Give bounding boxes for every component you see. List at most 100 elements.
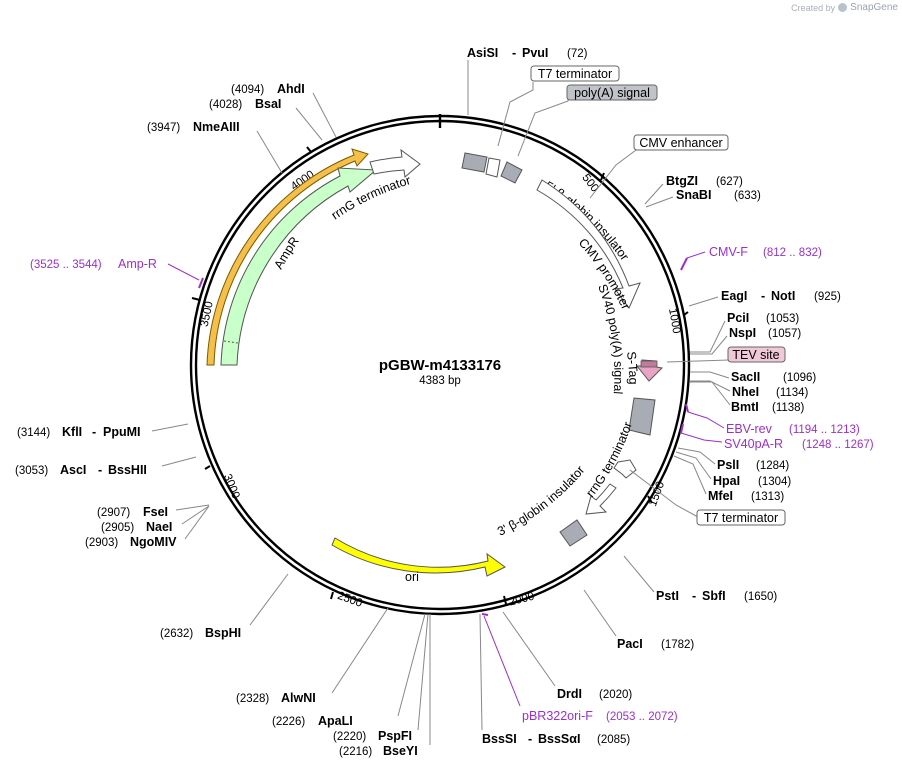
- callout-cmv-enhancer[interactable]: CMV enhancer: [589, 134, 729, 199]
- feature-cmv-promoter[interactable]: [536, 179, 641, 309]
- plasmid-name: pGBW-m4133176: [379, 357, 501, 374]
- svg-text:NspI: NspI: [729, 326, 756, 340]
- svg-text:-: -: [692, 589, 696, 603]
- site-psti-sbfi[interactable]: PstI - SbfI (1650): [623, 555, 777, 603]
- site-bsphi[interactable]: BspHI (2632): [160, 573, 289, 640]
- svg-text:NmeAIII: NmeAIII: [193, 120, 240, 134]
- credit-brand: SnapGene: [850, 2, 898, 13]
- svg-text:(1248 .. 1267): (1248 .. 1267): [802, 439, 874, 451]
- feature-sv40-polya-box[interactable]: [628, 397, 656, 436]
- site-btgzi[interactable]: BtgZI (627): [644, 174, 743, 205]
- site-bsssi[interactable]: BssSI - BssSαI (2085): [479, 613, 630, 746]
- site-pspfi[interactable]: PspFI (2220): [333, 613, 429, 743]
- site-nhei[interactable]: NheI (1134): [690, 380, 809, 399]
- site-pcii[interactable]: PciI (1053): [690, 311, 799, 353]
- site-paci[interactable]: PacI (1782): [583, 589, 694, 651]
- callout-t7-terminator-top[interactable]: T7 terminator: [497, 65, 620, 147]
- svg-text:(812 .. 832): (812 .. 832): [763, 247, 822, 259]
- svg-text:PpuMI: PpuMI: [103, 425, 141, 439]
- svg-text:(627): (627): [716, 176, 743, 188]
- svg-text:BssSI: BssSI: [482, 732, 517, 746]
- tick-label: 1500: [647, 480, 667, 508]
- svg-text:EagI: EagI: [721, 289, 747, 303]
- site-naei[interactable]: NaeI (2905): [101, 505, 210, 534]
- primer-pbr322ori-f[interactable]: pBR322ori-F (2053 .. 2072): [481, 613, 678, 723]
- feature-rrng-terminator-right[interactable]: [585, 459, 637, 515]
- site-asisi-pvui[interactable]: AsiSI - PvuI (72): [467, 46, 588, 115]
- svg-text:PspFI: PspFI: [378, 729, 412, 743]
- site-nspi[interactable]: NspI (1057): [690, 326, 801, 355]
- svg-text:Amp-R: Amp-R: [118, 257, 157, 271]
- svg-text:(1194 .. 1213): (1194 .. 1213): [789, 424, 860, 436]
- svg-text:BsaI: BsaI: [255, 97, 281, 111]
- primer-amp-r[interactable]: Amp-R (3525 .. 3544): [30, 257, 204, 289]
- feature-ori[interactable]: [331, 537, 506, 577]
- callout-t7-terminator-bottom[interactable]: T7 terminator: [629, 469, 786, 526]
- site-bmti[interactable]: BmtI (1138): [690, 381, 805, 414]
- site-fsei[interactable]: FseI (2907): [97, 504, 210, 519]
- primer-ebv-rev[interactable]: EBV-rev (1194 .. 1213): [685, 403, 860, 436]
- site-asci-bsshii[interactable]: AscI - BssHII (3053): [15, 456, 197, 477]
- site-nmeaiii[interactable]: NmeAIII (3947): [147, 120, 283, 174]
- primer-cmv-f[interactable]: CMV-F (812 .. 832): [680, 245, 822, 271]
- svg-text:PvuI: PvuI: [522, 46, 548, 60]
- site-psli[interactable]: PslI (1284): [677, 447, 789, 472]
- callout-polya-signal[interactable]: poly(A) signal: [517, 84, 658, 157]
- svg-text:(72): (72): [567, 48, 588, 60]
- site-bseyi[interactable]: BseYI (2216): [339, 614, 431, 758]
- feature-s-tag[interactable]: [635, 359, 664, 382]
- site-snabi[interactable]: SnaBI (633): [645, 188, 761, 208]
- tick-label: 3500: [199, 300, 216, 328]
- site-alwni[interactable]: AlwNI (2328): [236, 607, 389, 705]
- svg-text:BspHI: BspHI: [205, 626, 241, 640]
- feature-ampr[interactable]: [206, 148, 378, 366]
- feature-label-s-tag: S-Tag: [624, 351, 640, 385]
- svg-text:(633): (633): [734, 190, 761, 202]
- svg-text:FseI: FseI: [143, 505, 168, 519]
- site-bsai[interactable]: BsaI (4028): [209, 97, 323, 141]
- callout-tev-site[interactable]: TEV site: [666, 346, 786, 363]
- svg-text:BtgZI: BtgZI: [666, 174, 698, 188]
- svg-text:PslI: PslI: [717, 458, 739, 472]
- site-ahdi[interactable]: AhdI (4094): [231, 82, 337, 138]
- svg-text:BssHII: BssHII: [108, 463, 147, 477]
- svg-text:NaeI: NaeI: [146, 520, 172, 534]
- site-ngomiv[interactable]: NgoMIV (2903): [85, 505, 210, 549]
- site-drdi[interactable]: DrdI (2020): [502, 611, 632, 701]
- svg-text:SbfI: SbfI: [702, 589, 726, 603]
- feature-3-beta-globin-insulator[interactable]: [559, 519, 588, 547]
- svg-text:-: -: [761, 289, 765, 303]
- svg-text:NheI: NheI: [732, 385, 759, 399]
- site-hpai[interactable]: HpaI (1304): [675, 451, 791, 488]
- site-apali[interactable]: ApaLI (2226): [272, 613, 426, 728]
- svg-text:(2216): (2216): [339, 746, 372, 758]
- svg-text:(3947): (3947): [147, 122, 180, 134]
- svg-text:DrdI: DrdI: [557, 687, 582, 701]
- svg-text:BmtI: BmtI: [731, 400, 759, 414]
- svg-text:-: -: [528, 732, 532, 746]
- svg-text:(2632): (2632): [160, 628, 193, 640]
- feature-rrng-terminator-top[interactable]: [369, 148, 421, 178]
- tick-label: 2000: [508, 591, 536, 609]
- svg-text:ApaLI: ApaLI: [318, 714, 353, 728]
- snapgene-logo-icon: [838, 3, 848, 12]
- svg-text:PstI: PstI: [656, 589, 679, 603]
- svg-text:(3144): (3144): [17, 427, 50, 439]
- svg-text:(2085): (2085): [597, 734, 630, 746]
- site-sacii[interactable]: SacII (1096): [690, 370, 816, 384]
- svg-text:(1138): (1138): [772, 402, 805, 414]
- site-mfei[interactable]: MfeI (1313): [673, 455, 784, 503]
- site-kfli-ppumi[interactable]: KflI - PpuMI (3144): [17, 423, 189, 439]
- svg-text:-: -: [98, 463, 102, 477]
- svg-text:NotI: NotI: [771, 289, 795, 303]
- svg-text:-: -: [92, 425, 96, 439]
- svg-text:(2903): (2903): [85, 537, 118, 549]
- feature-5-beta-globin-insulator[interactable]: [461, 152, 523, 184]
- site-eagi-noti[interactable]: EagI - NotI (925): [688, 289, 841, 307]
- svg-text:(1650): (1650): [744, 591, 777, 603]
- svg-text:(2220): (2220): [333, 731, 366, 743]
- primer-sv40pa-r[interactable]: SV40pA-R (1248 .. 1267): [680, 423, 874, 451]
- svg-text:(4094): (4094): [231, 84, 264, 96]
- svg-text:EBV-rev: EBV-rev: [726, 422, 773, 436]
